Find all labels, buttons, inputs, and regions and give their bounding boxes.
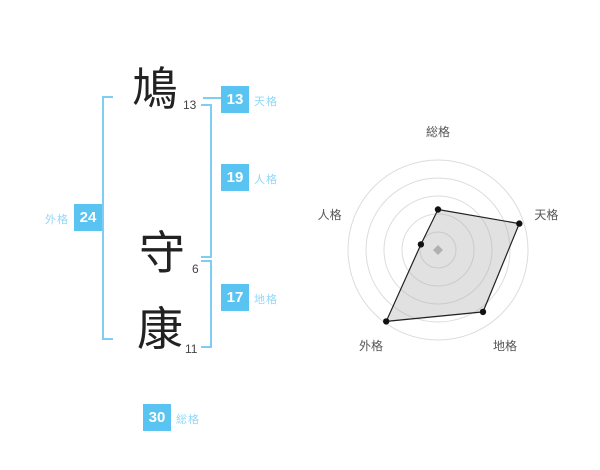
jinkaku-value-badge: 19 (221, 164, 249, 191)
radar-point (516, 220, 523, 227)
radar-ring (347, 159, 529, 341)
tenkaku-connector (203, 97, 221, 99)
jinkaku-bracket (201, 104, 212, 258)
given-char-1: 守 (139, 226, 185, 280)
given-char-2: 康 (137, 302, 183, 356)
radar-ring (383, 195, 493, 305)
gaikaku-label: 外格 (45, 214, 69, 226)
gaikaku-bracket (102, 96, 113, 340)
surname-char-stroke-count: 13 (183, 98, 197, 112)
radar-chart-area: 総格天格地格 外格 人格 (288, 96, 592, 400)
radar-point (434, 206, 442, 213)
chikaku-value-badge: 17 (221, 284, 249, 311)
radar-ring (365, 177, 511, 323)
chikaku-label: 地格 (254, 294, 278, 306)
radar-ring (419, 231, 457, 269)
soukaku-value-badge: 30 (143, 404, 171, 431)
chikaku-bracket (201, 260, 212, 348)
radar-ring (401, 213, 475, 287)
radar-point (383, 318, 390, 325)
tenkaku-value-badge: 13 (221, 86, 249, 113)
radar-axis-label: 地格 (493, 338, 517, 353)
tenkaku-label: 天格 (254, 96, 278, 108)
radar-point (479, 308, 487, 316)
given-char-1-stroke-count: 6 (192, 262, 199, 276)
soukaku-label: 総格 (176, 414, 200, 426)
surname-char: 鳩 (132, 62, 178, 116)
radar-axis-label: 総格 (426, 124, 450, 139)
radar-axis-label: 天格 (534, 207, 558, 222)
radar-polygon (385, 208, 521, 323)
given-char-2-stroke-count: 11 (185, 342, 198, 356)
gaikaku-value-badge: 24 (74, 204, 102, 231)
radar-axis-label: 外格 (359, 338, 383, 353)
radar-axis-label: 人格 (318, 207, 342, 222)
radar-center-marker (433, 245, 443, 255)
radar-point (417, 241, 425, 248)
jinkaku-label: 人格 (254, 174, 278, 186)
